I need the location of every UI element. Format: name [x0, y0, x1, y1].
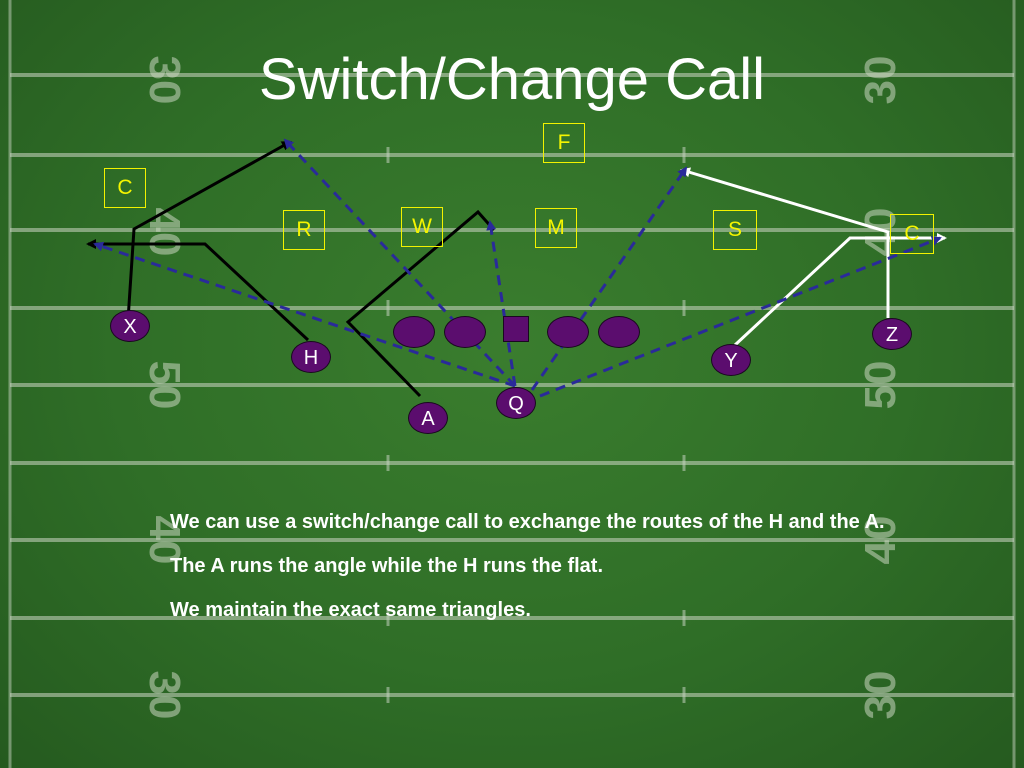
defender-corner-left: C: [104, 168, 146, 208]
lineman-center: [503, 316, 529, 342]
note-1: We can use a switch/change call to excha…: [170, 511, 885, 533]
player-a: A: [408, 402, 448, 434]
lineman-left-tackle: [393, 316, 435, 348]
route-z: [680, 167, 890, 318]
hash-marks: [386, 147, 686, 703]
yard-number-right-5: 30: [856, 671, 905, 720]
slide-title: Switch/Change Call: [258, 47, 766, 112]
defender-rover: R: [283, 210, 325, 250]
player-y: Y: [711, 344, 751, 376]
yard-number-left-2: 40: [140, 208, 189, 257]
route-h: [86, 239, 310, 342]
slide-notes: We can use a switch/change call to excha…: [170, 508, 960, 640]
player-q: Q: [496, 387, 536, 419]
defender-mike: M: [535, 208, 577, 248]
defender-free-safety: F: [543, 123, 585, 163]
lineman-right-tackle: [598, 316, 640, 348]
yard-number-right-3: 50: [856, 361, 905, 410]
route-x: [126, 140, 292, 321]
yard-number-right-2: 40: [856, 208, 905, 257]
defender-will: W: [401, 207, 443, 247]
player-z: Z: [872, 318, 912, 350]
defender-corner-right: C: [890, 214, 934, 254]
lineman-left-guard: [444, 316, 486, 348]
note-2: The A runs the angle while the H runs th…: [170, 555, 604, 577]
yard-number-left-3: 50: [140, 361, 189, 410]
yard-number-left-4: 40: [140, 516, 189, 565]
defender-sam: S: [713, 210, 757, 250]
yard-number-right-1: 30: [856, 56, 905, 105]
note-3: We maintain the exact same triangles.: [170, 599, 531, 621]
yard-number-left-1: 30: [140, 56, 189, 105]
player-h: H: [291, 341, 331, 373]
route-y: [733, 233, 947, 347]
route-a: [345, 209, 496, 398]
yard-number-left-5: 30: [140, 671, 189, 720]
lineman-right-guard: [547, 316, 589, 348]
sidelines: [8, 0, 1016, 768]
player-x: X: [110, 310, 150, 342]
yard-number-right-4: 40: [856, 516, 905, 565]
